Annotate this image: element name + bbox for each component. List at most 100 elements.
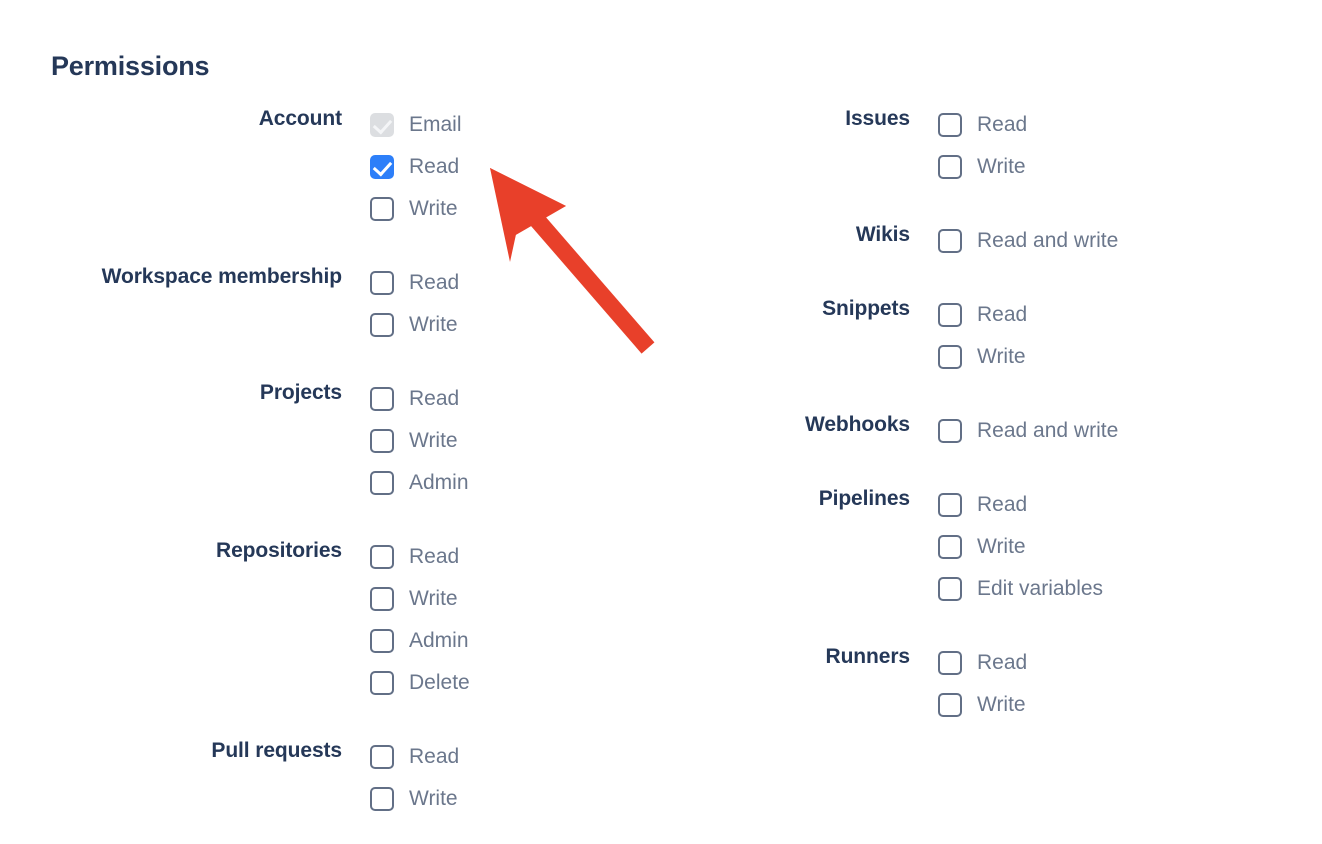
checkbox-unchecked[interactable] bbox=[938, 303, 962, 327]
permission-option-list: Read and write bbox=[910, 410, 1118, 452]
page-title: Permissions bbox=[51, 51, 210, 81]
permission-option-row[interactable]: Admin bbox=[370, 462, 469, 504]
permission-option-label: Read bbox=[977, 113, 1028, 136]
permission-option-label: Email bbox=[409, 113, 462, 136]
checkbox-unchecked[interactable] bbox=[938, 493, 962, 517]
permission-option-label: Edit variables bbox=[977, 577, 1104, 600]
checkbox-unchecked[interactable] bbox=[370, 429, 394, 453]
permission-option-label: Write bbox=[977, 345, 1026, 368]
permission-option-row[interactable]: Read bbox=[370, 736, 459, 778]
permission-group-label: Projects bbox=[259, 381, 342, 404]
checkbox-unchecked[interactable] bbox=[938, 229, 962, 253]
checkmark-icon bbox=[372, 156, 393, 177]
checkbox-unchecked[interactable] bbox=[370, 671, 394, 695]
permission-option-row[interactable]: Read bbox=[370, 262, 459, 304]
checkbox-unchecked[interactable] bbox=[938, 155, 962, 179]
permission-group-label: Snippets bbox=[822, 297, 910, 320]
checkbox-checked[interactable] bbox=[370, 155, 394, 179]
checkbox-unchecked[interactable] bbox=[938, 113, 962, 137]
checkbox-unchecked[interactable] bbox=[938, 535, 962, 559]
checkbox-unchecked[interactable] bbox=[938, 577, 962, 601]
checkbox-unchecked[interactable] bbox=[370, 629, 394, 653]
checkbox-unchecked[interactable] bbox=[370, 387, 394, 411]
permission-option-row[interactable]: Write bbox=[938, 526, 1103, 568]
permission-group-label: Workspace membership bbox=[101, 265, 342, 288]
permission-option-label: Admin bbox=[409, 629, 469, 652]
permission-option-label: Read bbox=[409, 271, 460, 294]
permission-option-row[interactable]: Edit variables bbox=[938, 568, 1103, 610]
permission-option-row[interactable]: Read bbox=[370, 536, 470, 578]
permission-option-label: Write bbox=[977, 155, 1026, 178]
permission-group: Wikis Read and write bbox=[660, 220, 1322, 262]
permission-option-label: Write bbox=[409, 197, 458, 220]
permission-option-row[interactable]: Write bbox=[370, 420, 469, 462]
permission-option-row[interactable]: Read bbox=[938, 294, 1027, 336]
permission-option-label: Read bbox=[977, 303, 1028, 326]
checkbox-unchecked[interactable] bbox=[938, 651, 962, 675]
permission-option-label: Read and write bbox=[977, 419, 1119, 442]
permission-option-row[interactable]: Write bbox=[370, 304, 459, 346]
checkbox-unchecked[interactable] bbox=[370, 313, 394, 337]
permission-option-row[interactable]: Email bbox=[370, 104, 462, 146]
checkbox-unchecked[interactable] bbox=[370, 197, 394, 221]
permission-option-label: Read bbox=[977, 651, 1028, 674]
permission-option-row[interactable]: Write bbox=[370, 188, 462, 230]
permission-group-label: Repositories bbox=[216, 539, 342, 562]
permission-group-label: Issues bbox=[845, 107, 910, 130]
permission-option-row[interactable]: Read bbox=[370, 378, 469, 420]
permission-option-row[interactable]: Read bbox=[938, 484, 1103, 526]
checkbox-unchecked[interactable] bbox=[370, 587, 394, 611]
checkbox-unchecked[interactable] bbox=[938, 693, 962, 717]
permission-option-row[interactable]: Read and write bbox=[938, 220, 1118, 262]
checkbox-unchecked[interactable] bbox=[370, 545, 394, 569]
checkbox-unchecked[interactable] bbox=[370, 471, 394, 495]
checkbox-unchecked[interactable] bbox=[938, 419, 962, 443]
permission-option-label: Read bbox=[977, 493, 1028, 516]
checkbox-unchecked[interactable] bbox=[370, 745, 394, 769]
permission-option-label: Read bbox=[409, 155, 460, 178]
permission-option-row[interactable]: Write bbox=[370, 778, 459, 820]
checkbox-unchecked[interactable] bbox=[938, 345, 962, 369]
permission-group-label: Webhooks bbox=[805, 413, 910, 436]
permission-option-row[interactable]: Read bbox=[938, 104, 1027, 146]
checkbox-unchecked[interactable] bbox=[370, 271, 394, 295]
permission-option-row[interactable]: Write bbox=[370, 578, 470, 620]
permission-option-row[interactable]: Write bbox=[938, 336, 1027, 378]
permission-option-row[interactable]: Admin bbox=[370, 620, 470, 662]
permission-group: Webhooks Read and write bbox=[660, 410, 1322, 452]
permission-option-label: Read bbox=[409, 545, 460, 568]
permission-option-label: Read bbox=[409, 387, 460, 410]
permission-option-label: Admin bbox=[409, 471, 469, 494]
permission-group-label: Pull requests bbox=[211, 739, 342, 762]
permission-option-row[interactable]: Write bbox=[938, 684, 1027, 726]
checkbox-unchecked[interactable] bbox=[370, 787, 394, 811]
permission-group-label: Runners bbox=[825, 645, 911, 668]
permission-option-row[interactable]: Delete bbox=[370, 662, 470, 704]
permission-option-row[interactable]: Write bbox=[938, 146, 1027, 188]
permission-group-label: Wikis bbox=[855, 223, 910, 246]
permission-option-row[interactable]: Read bbox=[370, 146, 462, 188]
permission-option-label: Write bbox=[409, 429, 458, 452]
permission-option-row[interactable]: Read and write bbox=[938, 410, 1118, 452]
permission-option-row[interactable]: Read bbox=[938, 642, 1027, 684]
permission-option-label: Write bbox=[977, 693, 1026, 716]
